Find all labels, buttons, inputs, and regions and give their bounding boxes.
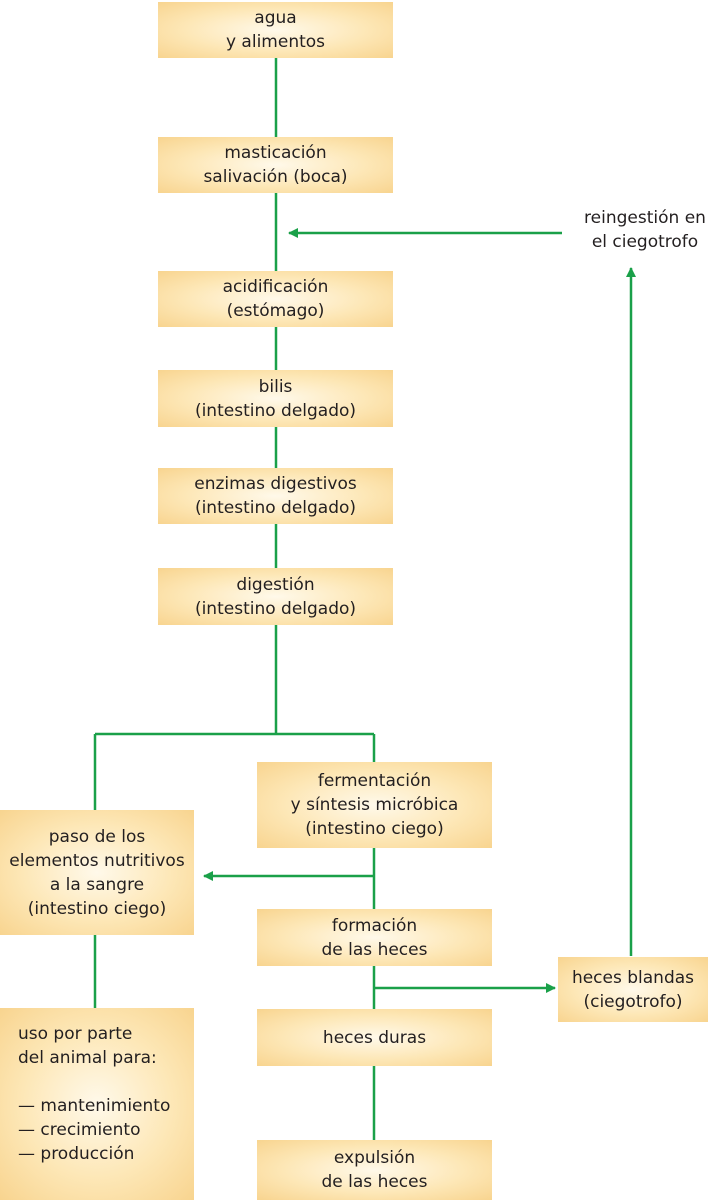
node-heces-duras: heces duras: [257, 1009, 492, 1066]
node-masticacion: masticación salivación (boca): [158, 137, 393, 193]
node-line: y síntesis micróbica: [290, 795, 459, 815]
node-line: digestión: [236, 574, 315, 595]
node-heces-blandas: heces blandas (ciegotrofo): [558, 957, 708, 1022]
node-line: enzimas digestivos: [194, 474, 357, 494]
node-line: del animal para:: [18, 1048, 157, 1068]
node-line: (estómago): [226, 301, 325, 321]
node-line: acidificación: [222, 277, 329, 297]
node-line: a la sangre: [49, 874, 145, 895]
node-line: — producción: [18, 1144, 135, 1164]
node-line: (ciegotrofo): [583, 991, 683, 1012]
node-line: (intestino ciego): [305, 819, 444, 839]
node-digestion: digestión (intestino delgado): [158, 568, 393, 625]
label-reingestion: reingestión en el ciegotrofo: [570, 206, 720, 254]
node-bilis: bilis (intestino delgado): [158, 370, 393, 427]
node-line: reingestión en: [584, 208, 706, 228]
node-expulsion: expulsión de las heces: [257, 1140, 492, 1200]
node-line: paso de los: [48, 826, 146, 847]
node-line: y alimentos: [225, 32, 326, 52]
node-line: heces blandas: [571, 967, 695, 988]
node-line: masticación: [224, 143, 327, 163]
node-acidificacion: acidificación (estómago): [158, 271, 393, 327]
node-formacion-heces: formación de las heces: [257, 909, 492, 966]
node-line: (intestino ciego): [27, 898, 167, 919]
node-line: el ciegotrofo: [591, 232, 699, 252]
node-line: — mantenimiento: [18, 1096, 171, 1116]
node-line: de las heces: [321, 939, 428, 960]
node-uso-animal: uso por parte del animal para: — manteni…: [0, 1008, 194, 1200]
node-line: expulsión: [333, 1148, 416, 1168]
node-paso-sangre: paso de los elementos nutritivos a la sa…: [0, 810, 194, 935]
node-line: salivación (boca): [203, 167, 348, 187]
node-fermentacion: fermentación y síntesis micróbica (intes…: [257, 762, 492, 848]
node-line: formación: [331, 915, 418, 936]
node-line: fermentación: [317, 771, 432, 791]
node-line: (intestino delgado): [194, 598, 357, 619]
node-line: agua: [254, 8, 297, 28]
node-agua-alimentos: agua y alimentos: [158, 2, 393, 58]
node-line: uso por parte: [18, 1024, 133, 1044]
node-line: de las heces: [321, 1172, 428, 1192]
node-line: (intestino delgado): [194, 400, 357, 421]
node-line: (intestino delgado): [194, 498, 357, 518]
node-line: heces duras: [322, 1027, 427, 1048]
node-enzimas: enzimas digestivos (intestino delgado): [158, 468, 393, 524]
node-line: — crecimiento: [18, 1120, 141, 1140]
node-line: bilis: [258, 376, 293, 397]
node-line: elementos nutritivos: [9, 850, 185, 871]
